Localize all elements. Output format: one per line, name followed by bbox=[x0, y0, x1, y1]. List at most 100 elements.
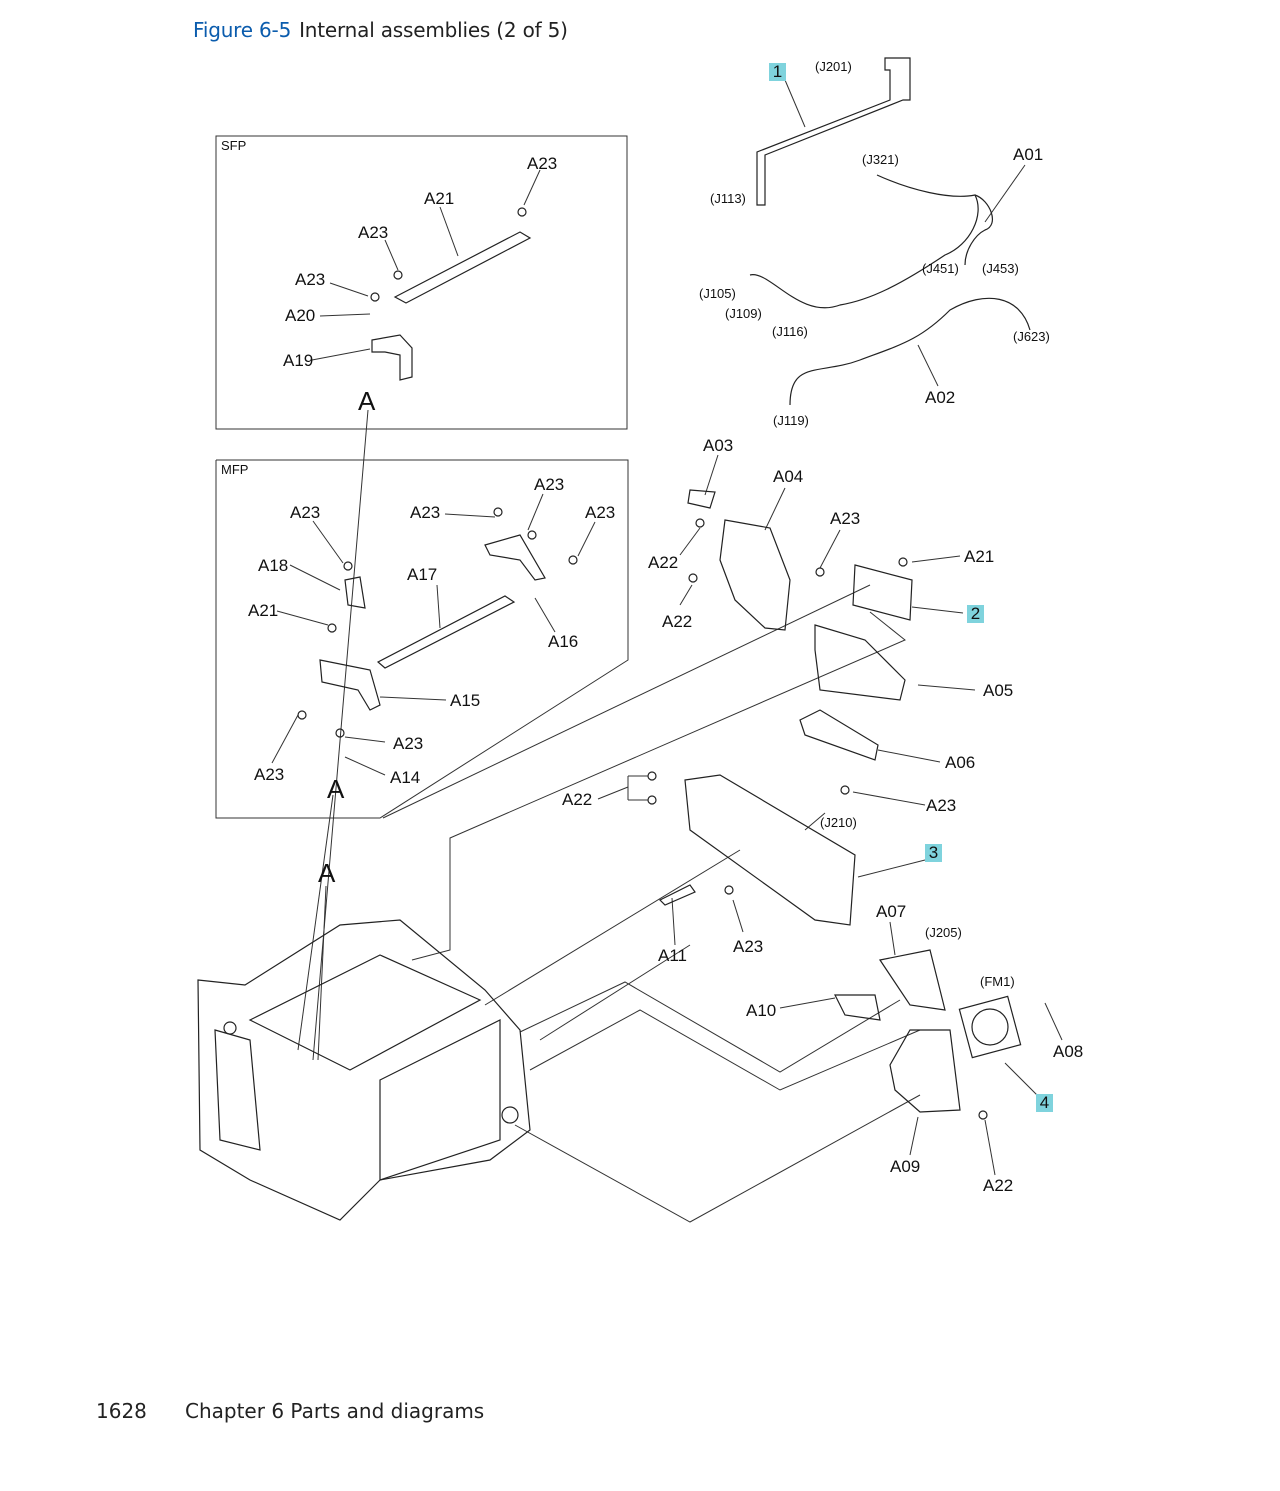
guide-line bbox=[484, 849, 741, 1006]
label-a23-a: A23 bbox=[830, 509, 860, 528]
mfp-bracket-a15 bbox=[319, 659, 381, 711]
sfp-label-a20: A20 bbox=[285, 306, 315, 325]
chassis-side bbox=[214, 1029, 261, 1151]
sfp-label-a23-top: A23 bbox=[527, 154, 557, 173]
sfp-bar-a21 bbox=[393, 231, 532, 304]
mfp-title: MFP bbox=[221, 462, 248, 477]
mfp-label-a18: A18 bbox=[258, 556, 288, 575]
mfp-label-a17: A17 bbox=[407, 565, 437, 584]
callout-2: 2 bbox=[971, 604, 980, 623]
part-a04 bbox=[719, 519, 791, 631]
sfp-label-a19: A19 bbox=[283, 351, 313, 370]
label-a23-c: A23 bbox=[733, 937, 763, 956]
printer-chassis bbox=[197, 919, 531, 1221]
part-a09 bbox=[889, 1029, 961, 1113]
label-a11: A11 bbox=[658, 946, 687, 965]
sfp-anchor-a: A bbox=[358, 386, 376, 416]
page-number: 1628 bbox=[96, 1399, 147, 1423]
connector-j119: (J119) bbox=[773, 413, 809, 428]
figure-caption: Internal assemblies (2 of 5) bbox=[299, 18, 568, 42]
mfp-label-a14: A14 bbox=[390, 768, 420, 787]
part-a07 bbox=[879, 949, 946, 1011]
connector-j113: (J113) bbox=[710, 191, 746, 206]
connector-j116: (J116) bbox=[772, 324, 808, 339]
part-a10 bbox=[834, 994, 881, 1021]
harness-a01 bbox=[749, 174, 979, 309]
label-a02: A02 bbox=[925, 388, 955, 407]
label-a22-a: A22 bbox=[648, 553, 678, 572]
label-a07: A07 bbox=[876, 902, 906, 921]
figure-title: Figure 6-5 Internal assemblies (2 of 5) bbox=[193, 18, 568, 42]
guide-line bbox=[382, 584, 871, 819]
part-a03 bbox=[687, 489, 716, 509]
connector-j205: (J205) bbox=[925, 925, 962, 940]
label-a10: A10 bbox=[746, 1001, 776, 1020]
sfp-bracket-a19 bbox=[371, 334, 413, 381]
label-a22-c: A22 bbox=[562, 790, 592, 809]
guide-line-a bbox=[312, 409, 369, 1061]
assembly-3 bbox=[684, 774, 856, 926]
sfp-title: SFP bbox=[221, 138, 246, 153]
chassis-anchor-a: A bbox=[318, 858, 336, 888]
connector-j623: (J623) bbox=[1013, 329, 1050, 344]
connector-j453: (J453) bbox=[982, 261, 1019, 276]
part-a06 bbox=[799, 709, 879, 761]
guide-line bbox=[539, 944, 691, 1041]
sfp-label-a23-left: A23 bbox=[295, 270, 325, 289]
label-a03: A03 bbox=[703, 436, 733, 455]
chassis-front bbox=[379, 1019, 501, 1181]
part-a11 bbox=[658, 884, 696, 906]
mfp-label-a21: A21 bbox=[248, 601, 278, 620]
figure-number: Figure 6-5 bbox=[193, 18, 292, 42]
mfp-bracket-a18 bbox=[344, 576, 366, 609]
guide-line bbox=[411, 611, 906, 961]
mfp-anchor-a: A bbox=[327, 774, 345, 804]
fan-fm1 bbox=[958, 995, 1022, 1059]
mfp-bar-a17 bbox=[376, 595, 516, 669]
mfp-label-a23-2: A23 bbox=[290, 503, 320, 522]
label-a21-right: A21 bbox=[964, 547, 994, 566]
board-2 bbox=[852, 564, 913, 621]
connector-fm1: (FM1) bbox=[980, 974, 1015, 989]
label-a09: A09 bbox=[890, 1157, 920, 1176]
sfp-label-a23-mid: A23 bbox=[358, 223, 388, 242]
mfp-label-a23-6: A23 bbox=[254, 765, 284, 784]
label-a04: A04 bbox=[773, 467, 803, 486]
mfp-label-a23-3: A23 bbox=[410, 503, 440, 522]
harness-a02 bbox=[789, 297, 1031, 406]
connector-j321: (J321) bbox=[862, 152, 899, 167]
mfp-label-a23-5: A23 bbox=[393, 734, 423, 753]
label-a22-b: A22 bbox=[662, 612, 692, 631]
guide-line-a bbox=[297, 794, 334, 1051]
mfp-label-a16: A16 bbox=[548, 632, 578, 651]
callout-3: 3 bbox=[929, 843, 938, 862]
guide-line bbox=[529, 1009, 921, 1091]
connector-j451: (J451) bbox=[922, 261, 959, 276]
guide-line bbox=[514, 1094, 921, 1223]
callouts: 1 2 3 4 bbox=[769, 62, 1053, 1112]
mfp-label-a15: A15 bbox=[450, 691, 480, 710]
chassis-tray bbox=[248, 954, 482, 1071]
guide-line-a bbox=[317, 885, 327, 1061]
sfp-label-a21: A21 bbox=[424, 189, 454, 208]
label-a06: A06 bbox=[945, 753, 975, 772]
connector-j210: (J210) bbox=[820, 815, 857, 830]
harness-a01-branch bbox=[964, 194, 993, 266]
mfp-label-a23-1: A23 bbox=[534, 475, 564, 494]
part-a05 bbox=[814, 624, 906, 701]
label-a23-b: A23 bbox=[926, 796, 956, 815]
connector-j109: (J109) bbox=[725, 306, 762, 321]
callout-4: 4 bbox=[1040, 1093, 1049, 1112]
mfp-frame bbox=[215, 459, 629, 819]
connector-j105: (J105) bbox=[699, 286, 736, 301]
label-a08: A08 bbox=[1053, 1042, 1083, 1061]
chapter-title: Chapter 6 Parts and diagrams bbox=[185, 1399, 485, 1423]
label-a22-d: A22 bbox=[983, 1176, 1013, 1195]
leader-lines bbox=[271, 79, 1063, 1176]
flat-cable-part bbox=[756, 57, 911, 206]
guide-line bbox=[519, 981, 901, 1073]
mfp-label-a23-4: A23 bbox=[585, 503, 615, 522]
connector-j201: (J201) bbox=[815, 59, 852, 74]
sfp-frame bbox=[215, 135, 628, 430]
